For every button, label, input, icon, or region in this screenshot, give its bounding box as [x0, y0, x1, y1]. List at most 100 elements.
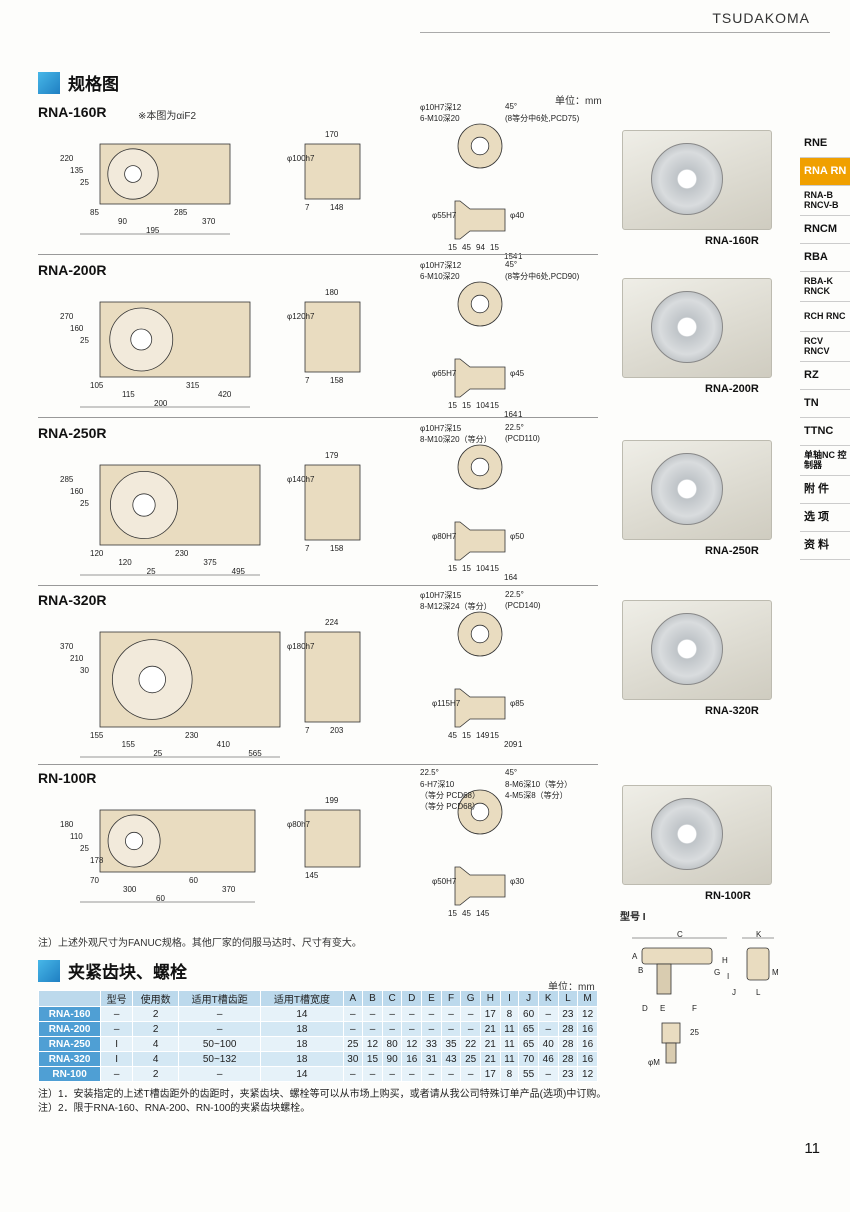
flange-dia-dim: φ45: [510, 369, 525, 378]
table-cell: –: [537, 1006, 559, 1022]
front-width-dim: 230: [175, 549, 189, 558]
table-cell: 12: [362, 1036, 383, 1052]
front-height-dim: 110: [70, 832, 83, 841]
flange-length-dim: 15: [448, 564, 457, 573]
flange-callout: φ10H7深12: [420, 103, 462, 112]
flange-dia-dim: φ50H7: [432, 877, 457, 886]
clamp-dim-letter: L: [756, 988, 761, 997]
sidenav-item[interactable]: RBA-K RNCK: [800, 272, 850, 302]
flange-callout: 8-M12深24（等分）: [420, 602, 492, 611]
sidenav-item[interactable]: TN: [800, 390, 850, 418]
sidenav-item[interactable]: 附 件: [800, 476, 850, 504]
front-width-dim: 300: [123, 885, 137, 894]
front-width-dim: 375: [203, 558, 217, 567]
photo-caption: RNA-320R: [705, 705, 759, 717]
flange-length-dim: 1: [518, 410, 523, 419]
flange-callout: 6-H7深10: [420, 780, 455, 789]
table-header-cell: 适用T槽宽度: [260, 990, 344, 1007]
model-name: RNA-200R: [38, 262, 107, 278]
table-cell: 11: [499, 1051, 520, 1067]
table-cell: 18: [260, 1036, 344, 1052]
section-square-icon: [38, 71, 60, 94]
table-cell: 8: [499, 1006, 520, 1022]
side-top-dim: 224: [325, 618, 339, 627]
table-cell: 2: [132, 1066, 180, 1082]
side-top-dim: 180: [325, 288, 339, 297]
sidenav-item[interactable]: 单轴NC 控制器: [800, 446, 850, 476]
flange-length-dim: 104: [476, 401, 490, 410]
model-drawing: [80, 444, 506, 576]
table-cell: 16: [401, 1051, 423, 1067]
flange-section: [454, 521, 506, 561]
table-cell: 28: [557, 1021, 579, 1037]
front-width-dim: 420: [218, 390, 232, 399]
table-cell: –: [401, 1021, 423, 1037]
flange-callout: 6-M10深20: [420, 114, 460, 123]
flange-callout: （等分 PCD68）: [420, 802, 481, 811]
side-bottom-dim: 7: [305, 544, 310, 553]
front-height-dim: 25: [80, 336, 89, 345]
table-header-cell: 型号: [100, 990, 134, 1007]
table-header-cell: 适用T槽齿距: [178, 990, 262, 1007]
front-width-dim: 60: [189, 876, 198, 885]
flange-callout: φ10H7深12: [420, 261, 462, 270]
side-dia-dim: φ100h7: [287, 154, 315, 163]
sidenav-item[interactable]: RNA-B RNCV-B: [800, 186, 850, 216]
flange-dia-dim: φ115H7: [432, 699, 461, 708]
front-width-dim: 120: [90, 549, 104, 558]
sidenav-item[interactable]: 资 料: [800, 532, 850, 560]
side-bottom-dim: 203: [330, 726, 344, 735]
table-cell: –: [440, 1021, 462, 1037]
sidenav-item[interactable]: RNCM: [800, 216, 850, 244]
flange-callout: (PCD110): [505, 434, 540, 443]
section-heading-spec: 规格图: [38, 70, 119, 95]
sidenav-item[interactable]: RNA RN: [800, 158, 850, 186]
side-bottom-dim: 148: [330, 203, 344, 212]
footnote-2: 注）2．限于RNA-160、RNA-200、RN-100的夹紧齿块螺栓。: [38, 1103, 311, 1114]
table-cell: –: [381, 1021, 403, 1037]
table-cell: 23: [557, 1006, 579, 1022]
flange-callout: 45°: [505, 768, 518, 777]
sidenav-item[interactable]: RCH RNC: [800, 302, 850, 332]
model-drawing: [80, 611, 506, 758]
product-photo: [622, 600, 772, 700]
flange-length-dim: 45: [462, 909, 471, 918]
front-height-dim: 220: [60, 154, 74, 163]
front-width-dim: 70: [90, 876, 99, 885]
table-cell: –: [178, 1006, 262, 1022]
table-cell: 14: [260, 1006, 344, 1022]
flange-length-dim: 15: [490, 243, 499, 252]
sidenav-item[interactable]: RNE: [800, 130, 850, 158]
front-width-dim: 25: [153, 749, 163, 758]
table-header-cell: A: [342, 990, 364, 1007]
sidenav-item[interactable]: RCV RNCV: [800, 332, 850, 362]
table-cell: –: [381, 1066, 403, 1082]
sidenav-item[interactable]: TTNC: [800, 418, 850, 446]
table-cell: 65: [518, 1036, 539, 1052]
flange-dia-dim: φ30: [510, 877, 525, 886]
table-cell: 30: [342, 1051, 364, 1067]
sidenav-item[interactable]: RBA: [800, 244, 850, 272]
front-width-dim: 410: [216, 740, 231, 749]
table-header-cell: E: [421, 990, 442, 1007]
table-header-cell: B: [362, 990, 383, 1007]
sidenav-item[interactable]: RZ: [800, 362, 850, 390]
table-cell: 35: [440, 1036, 462, 1052]
sidenav-item[interactable]: 选 项: [800, 504, 850, 532]
table-cell: 14: [260, 1066, 344, 1082]
center-bore: [132, 493, 156, 517]
table-cell: –: [401, 1066, 423, 1082]
table-cell: –: [421, 1066, 442, 1082]
front-height-dim: 25: [80, 178, 89, 187]
table-cell: –: [342, 1066, 364, 1082]
table-cell: 90: [381, 1051, 403, 1067]
table-cell: –: [100, 1066, 134, 1082]
side-dia-dim: φ120h7: [287, 312, 315, 321]
center-bore: [124, 165, 142, 183]
flange-callout: 22.5°: [505, 590, 524, 599]
table-cell: –: [362, 1066, 383, 1082]
front-height-dim: 25: [80, 844, 89, 853]
